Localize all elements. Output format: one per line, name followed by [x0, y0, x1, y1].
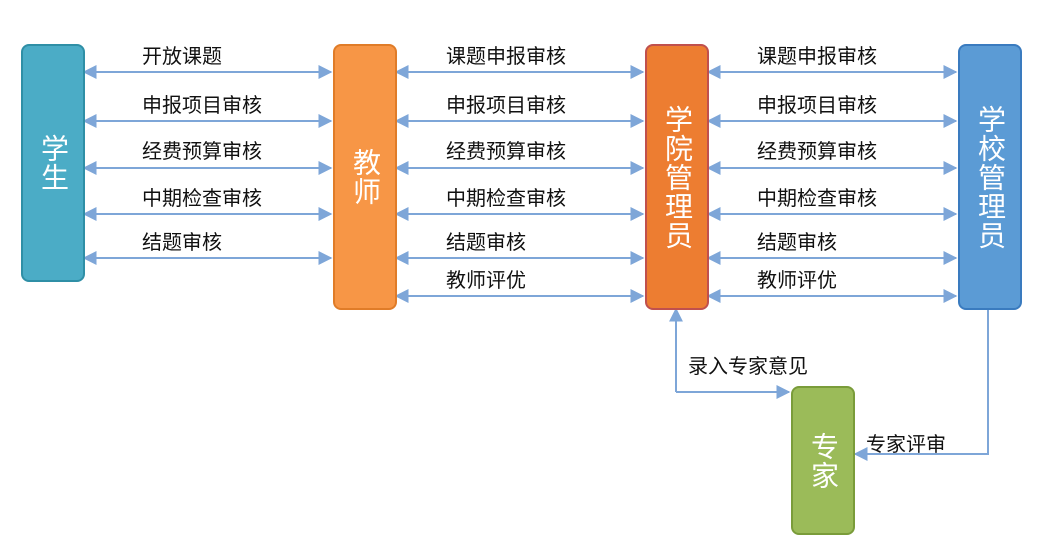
school-admin-node: 学校管理员 — [958, 44, 1022, 310]
edge-label: 结题审核 — [757, 230, 837, 254]
edge-label: 申报项目审核 — [142, 93, 262, 117]
edge-label: 结题审核 — [142, 230, 222, 254]
college-admin-node: 学院管理员 — [645, 44, 709, 310]
edge-label: 开放课题 — [142, 44, 222, 68]
edge-label: 专家评审 — [866, 432, 946, 456]
edge-label: 中期检查审核 — [757, 186, 877, 210]
expert-label: 专家 — [807, 431, 840, 490]
edge-label: 教师评优 — [757, 268, 837, 292]
teacher-node: 教师 — [333, 44, 397, 310]
college-admin-label: 学院管理员 — [661, 104, 694, 250]
student-node: 学生 — [21, 44, 85, 282]
edge-label: 经费预算审核 — [446, 139, 566, 163]
student-label: 学生 — [37, 134, 70, 192]
edge-label: 申报项目审核 — [757, 93, 877, 117]
edge-label: 教师评优 — [446, 268, 526, 292]
edge-label: 经费预算审核 — [142, 139, 262, 163]
edge-label: 课题申报审核 — [757, 44, 877, 68]
school-admin-label: 学校管理员 — [974, 104, 1007, 250]
edge-label: 经费预算审核 — [757, 139, 877, 163]
edge-label: 结题审核 — [446, 230, 526, 254]
edge-label: 中期检查审核 — [446, 186, 566, 210]
connector-arrow — [853, 309, 989, 461]
teacher-label: 教师 — [349, 148, 382, 206]
edge-label: 录入专家意见 — [688, 354, 808, 378]
edge-label: 课题申报审核 — [446, 44, 566, 68]
expert-node: 专家 — [791, 386, 855, 535]
edge-label: 申报项目审核 — [446, 93, 566, 117]
edge-label: 中期检查审核 — [142, 186, 262, 210]
